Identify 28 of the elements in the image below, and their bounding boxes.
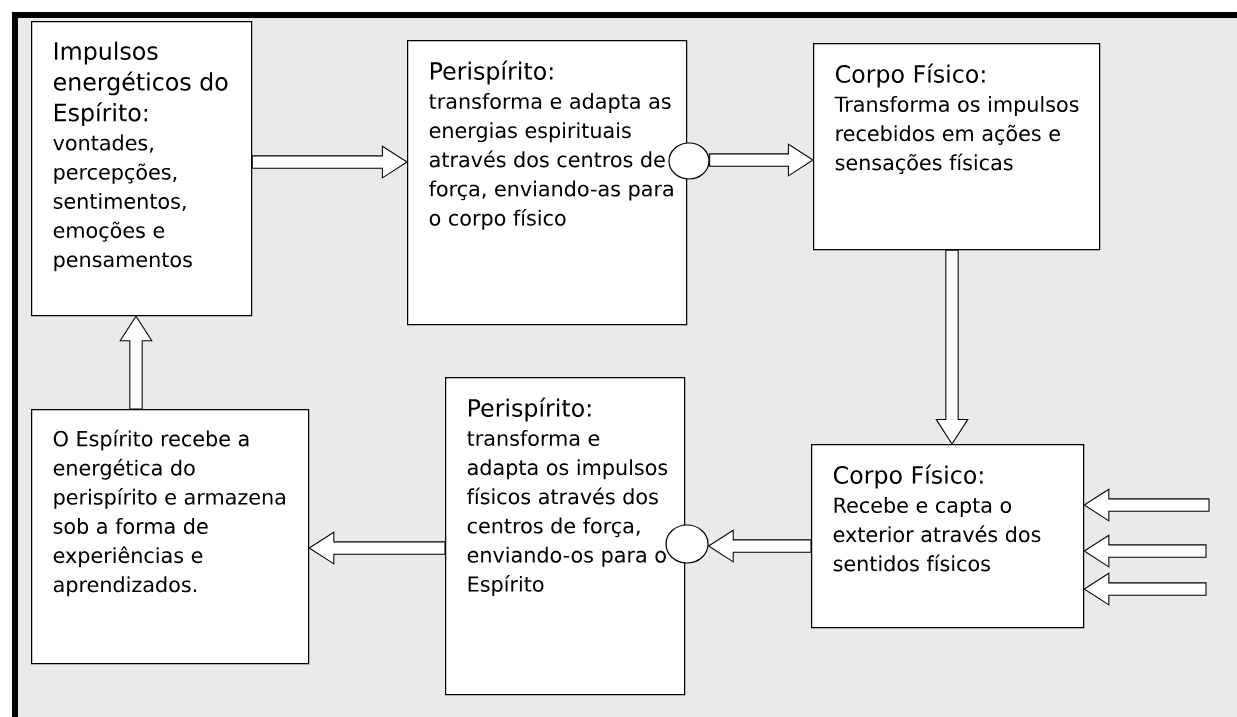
arrow xyxy=(251,145,408,179)
heading: Corpo Físico: xyxy=(833,464,983,489)
description: O Espírito recebe a energética do perispírito e armazena sob a forma de experiências e aprendizados. xyxy=(53,429,285,597)
process-box xyxy=(31,21,253,317)
arrow xyxy=(709,143,814,177)
description: Recebe e capta o exterior através dos sentidos físicos xyxy=(833,497,1041,572)
description: Transforma os impulsos recebidos em ações e sensações físicas xyxy=(834,96,1079,175)
heading: Perispírito: xyxy=(468,397,591,422)
heading: Perispírito: xyxy=(430,60,553,85)
description: vontades, percepções, sentimentos, emoções e pensamentos xyxy=(53,134,192,272)
process-box xyxy=(407,40,688,326)
description: transforma e adapta os impulsos físicos através dos centros de força, enviando-os para o Espírito xyxy=(467,430,668,596)
arrow xyxy=(1083,572,1207,606)
arrow xyxy=(119,315,153,410)
heading: Corpo Físico: xyxy=(835,63,985,88)
process-box xyxy=(813,43,1101,251)
arrow xyxy=(935,249,969,445)
description: transforma e adapta as energias espirituais através dos centros de força, enviando-as para o corpo físico xyxy=(429,93,673,230)
process-box xyxy=(445,377,686,696)
circle xyxy=(665,524,709,564)
heading: Impulsos energéticos do Espírito: xyxy=(53,41,228,127)
circle xyxy=(668,142,710,180)
arrow xyxy=(1083,488,1210,522)
process-box xyxy=(31,409,310,665)
arrow xyxy=(1083,534,1207,568)
arrow xyxy=(308,531,446,565)
process-box xyxy=(811,444,1085,629)
arrow xyxy=(707,529,812,563)
